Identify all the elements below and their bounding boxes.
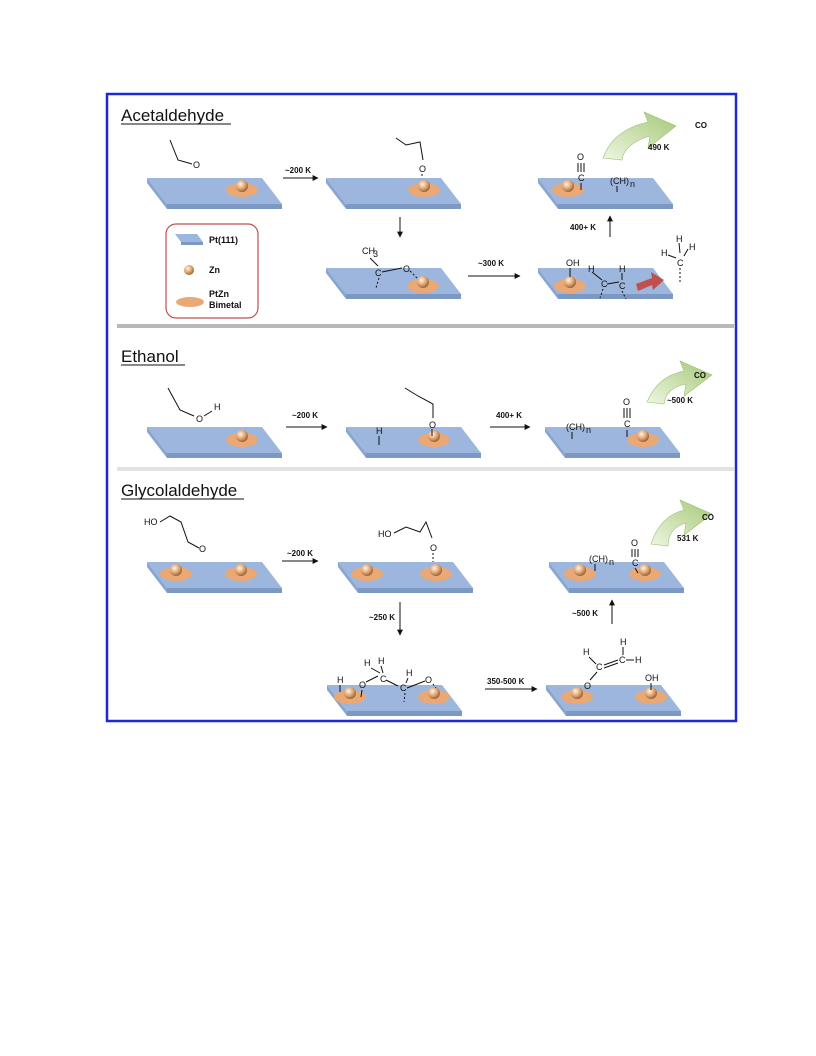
svg-text:O: O	[623, 397, 630, 407]
temperature-label: ~200 K	[287, 549, 313, 558]
svg-text:C: C	[375, 268, 382, 278]
svg-text:H: H	[406, 668, 413, 678]
svg-text:HO: HO	[378, 529, 392, 539]
co-desorption-arrow	[646, 360, 713, 405]
dissociated-fragments: OH H C H C	[566, 258, 627, 300]
svg-text:C: C	[619, 281, 626, 291]
temperature-label: 350-500 K	[487, 677, 525, 686]
glycolaldehyde-eta1-adsorbed: HO O	[378, 520, 437, 562]
temperature-label: 400+ K	[570, 223, 596, 232]
section-divider	[117, 324, 734, 328]
temperature-label: ~500 K	[667, 396, 693, 405]
svg-text:O: O	[403, 264, 410, 274]
pt111-surface	[147, 178, 282, 209]
svg-text:C: C	[380, 674, 387, 684]
svg-text:n: n	[586, 425, 591, 435]
co-product: CO	[695, 121, 707, 130]
ethoxy-adsorbed: O H	[376, 387, 436, 445]
svg-text:OH: OH	[566, 258, 580, 268]
svg-text:H: H	[689, 242, 696, 252]
svg-text:H: H	[661, 248, 668, 258]
svg-text:C: C	[400, 683, 407, 693]
svg-text:H: H	[619, 264, 626, 274]
svg-text:H: H	[337, 675, 344, 685]
svg-text:H: H	[378, 656, 385, 666]
svg-text:O: O	[584, 681, 591, 691]
ethanol-gas-molecule: O H	[167, 387, 221, 424]
methyl-release-arrow	[636, 272, 664, 291]
section-title-acetaldehyde: Acetaldehyde	[121, 106, 224, 125]
svg-text:H: H	[364, 658, 371, 668]
svg-text:C: C	[632, 558, 639, 568]
glycolaldehyde-gas-molecule: HO O	[144, 515, 206, 554]
svg-text:C: C	[601, 279, 608, 289]
co-desorption-arrow	[650, 499, 713, 547]
temperature-label: 490 K	[648, 143, 670, 152]
legend-box: Pt(111) Zn PtZn Bimetal	[165, 223, 259, 319]
adsorbed-co-and-chn: (CH) n O C	[589, 538, 639, 574]
co-product: CO	[694, 371, 706, 380]
svg-text:O: O	[430, 543, 437, 553]
temperature-label: 531 K	[677, 534, 699, 543]
svg-text:C: C	[677, 258, 684, 268]
section-divider	[117, 467, 734, 471]
svg-text:HO: HO	[144, 517, 158, 527]
svg-text:CH: CH	[362, 246, 375, 256]
legend-ptzn-label: PtZn	[209, 289, 229, 299]
dioxy-intermediate: H O H H C H C O	[337, 656, 437, 703]
svg-text:O: O	[631, 538, 638, 548]
adsorbed-co-and-chn: O C (CH) n	[577, 152, 635, 192]
svg-text:O: O	[359, 680, 366, 690]
svg-text:(CH): (CH)	[610, 176, 629, 186]
svg-text:C: C	[624, 419, 631, 429]
svg-text:O: O	[429, 420, 436, 430]
svg-text:H: H	[376, 426, 383, 436]
svg-text:OH: OH	[645, 673, 659, 683]
svg-text:O: O	[199, 544, 206, 554]
section-title-glycolaldehyde: Glycolaldehyde	[121, 481, 237, 500]
pt111-surface	[346, 427, 481, 458]
svg-text:H: H	[583, 647, 590, 657]
svg-text:H: H	[620, 637, 627, 647]
svg-text:C: C	[619, 655, 626, 665]
temperature-label: ~250 K	[369, 613, 395, 622]
svg-text:O: O	[419, 164, 426, 174]
temperature-label: ~200 K	[292, 411, 318, 420]
section-title-ethanol: Ethanol	[121, 347, 179, 366]
svg-text:O: O	[425, 675, 432, 685]
co-desorption-arrow	[602, 111, 677, 161]
pt111-surface	[326, 268, 461, 299]
acetaldehyde-gas-molecule: O	[169, 139, 200, 170]
acetaldehyde-eta2-adsorbed: CH 3 C O	[362, 246, 419, 289]
svg-text:n: n	[630, 179, 635, 189]
svg-text:H: H	[214, 402, 221, 412]
co-product: CO	[702, 513, 714, 522]
svg-text:C: C	[578, 173, 585, 183]
adsorbed-co-and-chn: (CH) n O C	[566, 397, 631, 439]
legend-pt111-label: Pt(111)	[209, 235, 238, 245]
temperature-label: ~500 K	[572, 609, 598, 618]
svg-text:O: O	[193, 160, 200, 170]
svg-text:n: n	[609, 557, 614, 567]
svg-text:H: H	[588, 264, 595, 274]
methyl-fragment: H H H C	[661, 234, 696, 284]
svg-text:3: 3	[373, 249, 378, 259]
svg-text:O: O	[196, 414, 203, 424]
pt111-surface	[326, 178, 461, 209]
legend-bimetal-label: Bimetal	[209, 300, 242, 310]
legend-zn-label: Zn	[209, 265, 220, 275]
temperature-label: ~300 K	[478, 259, 504, 268]
svg-text:C: C	[596, 662, 603, 672]
svg-text:H: H	[635, 655, 642, 665]
svg-text:H: H	[676, 234, 683, 244]
svg-text:(CH): (CH)	[589, 554, 608, 564]
svg-text:(CH): (CH)	[566, 422, 585, 432]
pt111-surface	[147, 427, 282, 458]
temperature-label: 400+ K	[496, 411, 522, 420]
svg-text:O: O	[577, 152, 584, 162]
temperature-label: ~200 K	[285, 166, 311, 175]
vinyloxy-and-oh: H C C H H O OH	[583, 637, 659, 691]
